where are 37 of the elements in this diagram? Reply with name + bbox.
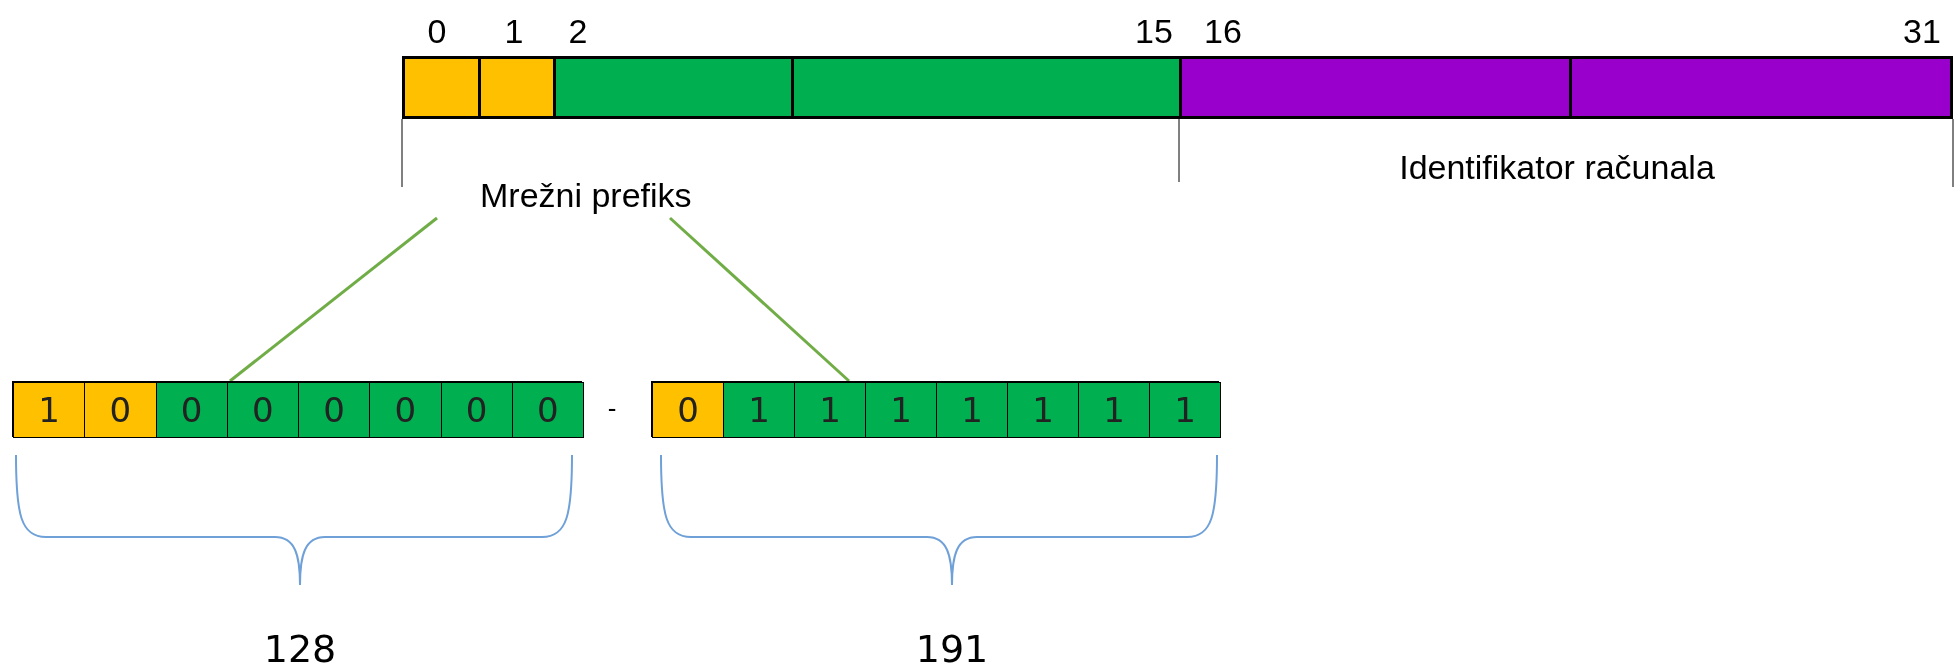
bit-cell: 1 <box>723 382 795 438</box>
bit-cell: 0 <box>652 382 724 438</box>
field-label: Identifikator računala <box>1399 150 1715 184</box>
byte-row <box>12 381 582 437</box>
bit-cell: 0 <box>440 382 513 438</box>
bit-number: 0 <box>427 14 447 48</box>
field-label: Mrežni prefiks <box>480 178 714 214</box>
bit-cell: 1 <box>936 382 1008 438</box>
connector-line <box>229 216 438 383</box>
decimal-value: 128 <box>263 630 337 668</box>
byte-row <box>651 381 1219 437</box>
bit-cell: 1 <box>1007 382 1079 438</box>
connector-line <box>669 216 850 383</box>
bit-cell: 0 <box>155 382 228 438</box>
bit-cell: 1 <box>794 382 866 438</box>
bit-cell: 1 <box>13 382 86 438</box>
bit-cell: 1 <box>865 382 937 438</box>
bit-number: 31 <box>1903 14 1941 48</box>
bit-field-segment <box>553 56 794 119</box>
bit-number: 2 <box>568 14 588 48</box>
bit-cell: 0 <box>298 382 371 438</box>
bit-cell: 0 <box>369 382 442 438</box>
decimal-value: 191 <box>915 630 989 668</box>
bit-cell: 1 <box>1078 382 1150 438</box>
bit-number: 16 <box>1204 14 1242 48</box>
bit-cell: 1 <box>1149 382 1221 438</box>
bit-cell: 0 <box>84 382 157 438</box>
bit-field-segment <box>1569 56 1953 119</box>
bit-field-segment <box>791 56 1182 119</box>
dash-separator: - <box>607 395 617 421</box>
bit-number: 1 <box>504 14 524 48</box>
bit-field-segment <box>402 56 481 119</box>
bit-number: 15 <box>1135 14 1173 48</box>
bit-field-segment <box>478 56 556 119</box>
bit-cell: 0 <box>511 382 584 438</box>
bit-cell: 0 <box>226 382 299 438</box>
bit-field-segment <box>1179 56 1572 119</box>
